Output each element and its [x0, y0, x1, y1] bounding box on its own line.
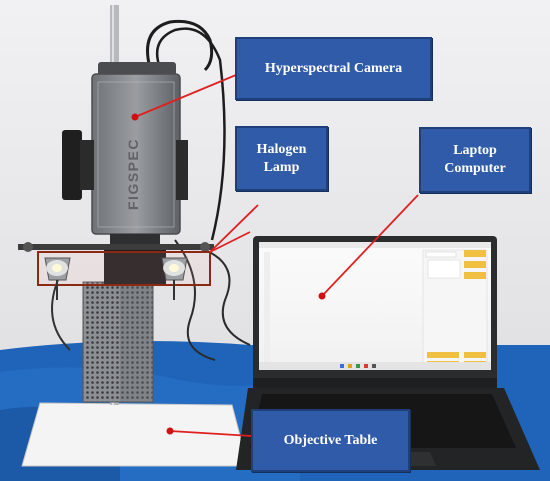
callout-halogen-lamp: Halogen Lamp	[235, 126, 328, 191]
callout-lamp-line2: Lamp	[263, 159, 300, 175]
pointer-dot-laptop	[318, 292, 326, 300]
stand-base	[82, 281, 154, 403]
lamp-bar	[18, 244, 214, 250]
camera-brand-text: FIGSPEC	[125, 138, 141, 210]
callout-laptop-line1: Laptop	[453, 143, 497, 158]
camera-top-cap	[98, 62, 176, 76]
callout-camera-text: Hyperspectral Camera	[264, 60, 403, 76]
halogen-lamp-right	[161, 257, 188, 300]
callout-laptop-computer: Laptop Computer	[419, 127, 531, 193]
pointer-dot-table	[166, 427, 174, 435]
halogen-lamp-left	[44, 257, 71, 300]
callout-laptop-line2: Computer	[444, 161, 506, 176]
callout-table-text: Objective Table	[283, 432, 378, 448]
callout-objective-table: Objective Table	[251, 409, 410, 472]
pointer-lines	[131, 74, 419, 437]
callout-hyperspectral-camera: Hyperspectral Camera	[235, 37, 432, 100]
camera-side-handle	[62, 130, 82, 200]
pointer-dot-camera	[131, 113, 139, 121]
callout-lamp-line1: Halogen	[256, 141, 307, 157]
